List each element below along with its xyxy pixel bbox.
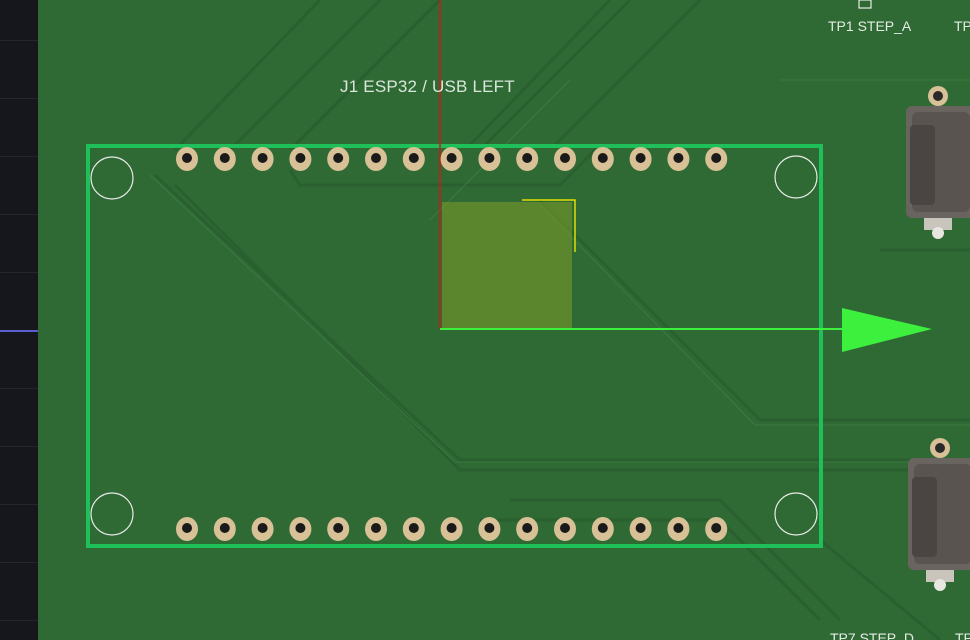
pad-row-bottom [176, 517, 728, 541]
pad-drill-hole [446, 523, 457, 533]
pad-drill-hole [635, 523, 646, 533]
pad-drill-hole [522, 153, 533, 163]
mounting-hole [774, 155, 818, 199]
pad-drill-hole [333, 523, 344, 533]
sidebar-divider [0, 40, 38, 41]
pad-drill-hole [295, 523, 306, 533]
pad-drill-hole [635, 153, 646, 163]
pad-drill-hole [597, 523, 608, 533]
pad-drill-hole [182, 153, 192, 163]
selection-corner [522, 199, 576, 252]
pad-drill-hole [711, 153, 722, 163]
trace-highlights [149, 79, 970, 463]
switch-component-bottom[interactable] [908, 438, 970, 591]
pad-row-top [176, 147, 728, 171]
pad-drill-hole [522, 523, 533, 533]
pad-drill-hole [484, 153, 495, 163]
pad-drill-hole [408, 153, 419, 163]
component-outline[interactable] [86, 144, 823, 548]
sidebar-divider [0, 214, 38, 215]
sidebar-divider [0, 388, 38, 389]
pad-drill-hole [257, 523, 268, 533]
sidebar-divider [0, 272, 38, 273]
layer-sidebar[interactable] [0, 0, 39, 640]
sidebar-divider [0, 562, 38, 563]
pad-drill-hole [371, 153, 381, 163]
testpoint-label: TP1 STEP_A [828, 18, 912, 34]
pad-drill-hole [673, 153, 684, 163]
mounting-hole [90, 156, 134, 200]
pad-drill-hole [673, 523, 684, 533]
testpoint-label: TP [954, 18, 970, 34]
pad-drill-hole [295, 153, 306, 163]
testpoint-label: TP7 STEP_D [830, 630, 915, 640]
testpoint-label: TP [955, 630, 970, 640]
selection-box[interactable] [442, 202, 572, 329]
pad-drill-hole [446, 153, 457, 163]
pad-drill-hole [560, 523, 570, 533]
pad-drill-hole [597, 153, 608, 163]
pad-drill-hole [408, 523, 419, 533]
mounting-hole [774, 492, 818, 536]
pad-drill-hole [219, 523, 230, 533]
sidebar-divider [0, 98, 38, 99]
x-axis-arrowhead[interactable] [842, 308, 932, 352]
pad-drill-hole [182, 523, 192, 533]
pcb-board[interactable]: J1 ESP32 / USB LEFT TP1 STEP_A TP TP7 ST… [38, 0, 970, 640]
pad-drill-hole [257, 153, 268, 163]
mounting-hole [90, 492, 134, 536]
sidebar-divider [0, 620, 38, 621]
pad-drill-hole [711, 523, 722, 533]
pad-drill-hole [333, 153, 344, 163]
switch-component-top[interactable] [906, 86, 970, 239]
pcb-canvas[interactable] [38, 0, 970, 640]
active-layer-indicator [0, 330, 38, 332]
component-label: J1 ESP32 / USB LEFT [340, 77, 515, 96]
pad-drill-hole [219, 153, 230, 163]
pad-drill-hole [371, 523, 381, 533]
testpoint-marker [858, 0, 872, 9]
pad-drill-hole [484, 523, 495, 533]
sidebar-divider [0, 446, 38, 447]
sidebar-divider [0, 504, 38, 505]
pad-drill-hole [560, 153, 570, 163]
sidebar-divider [0, 156, 38, 157]
